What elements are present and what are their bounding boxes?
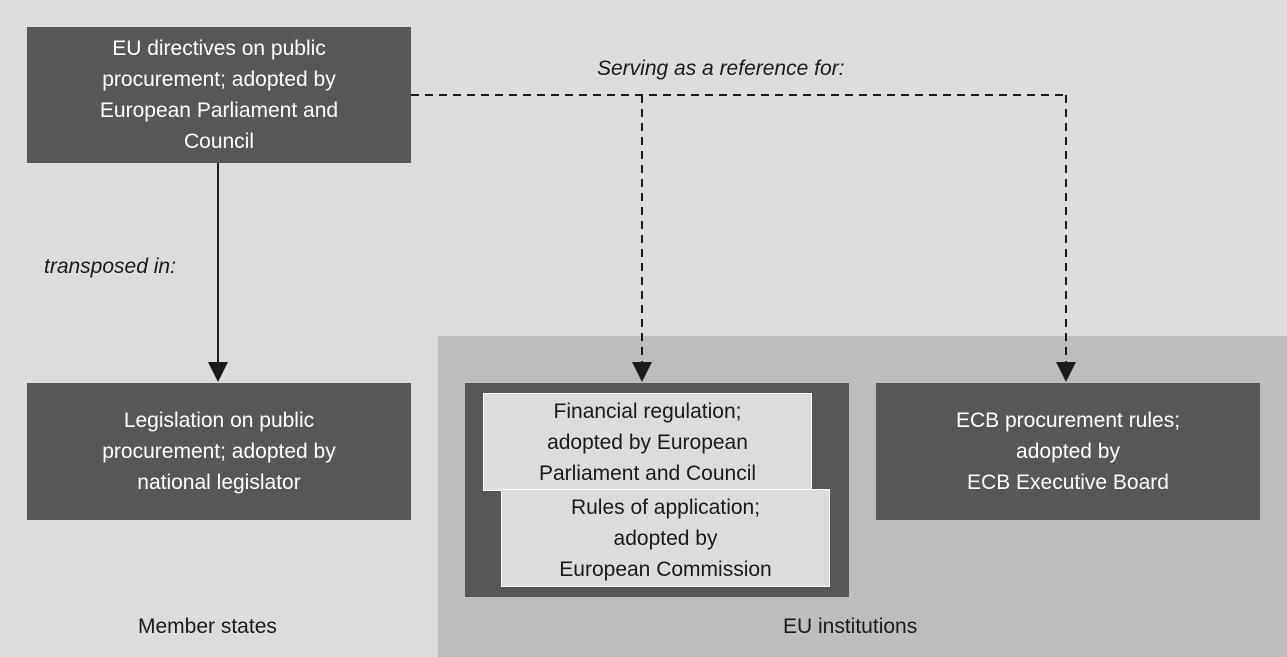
eu-institutions-label: EU institutions	[783, 615, 918, 638]
financial-regulation-text: Financial regulation; adopted by Europea…	[538, 399, 757, 485]
reference-label: Serving as a reference for:	[597, 57, 845, 80]
member-states-label: Member states	[138, 615, 277, 638]
national-legislation-box: Legislation on public procurement; adopt…	[27, 383, 411, 520]
rules-of-application-text: Rules of application; adopted by Europea…	[559, 495, 772, 581]
national-legislation-text: Legislation on public procurement; adopt…	[102, 409, 336, 494]
rules-of-application-box: Rules of application; adopted by Europea…	[501, 489, 830, 587]
ecb-rules-box: ECB procurement rules; adopted by ECB Ex…	[876, 383, 1260, 520]
transposed-label: transposed in:	[44, 255, 176, 278]
ecb-rules-text: ECB procurement rules; adopted by ECB Ex…	[955, 409, 1181, 494]
financial-regulation-box: Financial regulation; adopted by Europea…	[483, 393, 812, 491]
eu-directives-box: EU directives on public procurement; ado…	[27, 27, 411, 163]
eu-directives-text: EU directives on public procurement; ado…	[99, 37, 339, 153]
